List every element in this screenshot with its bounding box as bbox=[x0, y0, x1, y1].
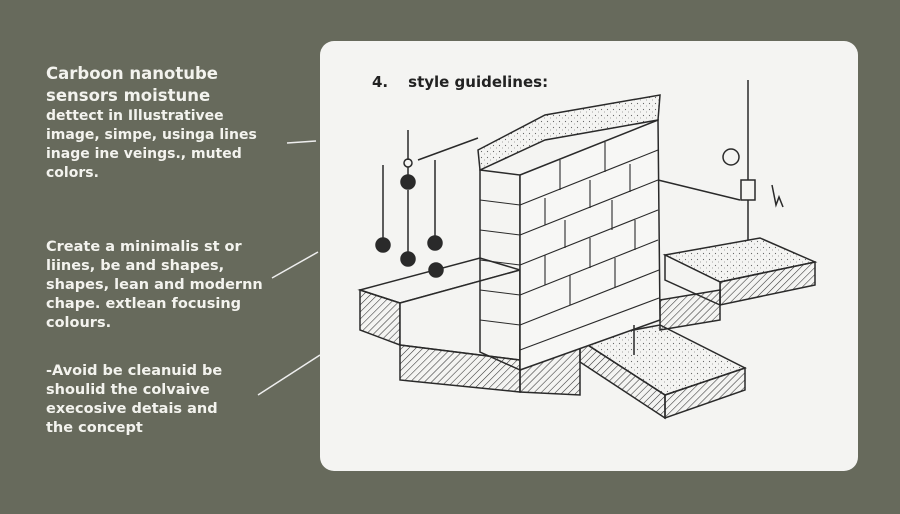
note-body-line: inage ine veings., muted bbox=[46, 146, 242, 162]
note-body-line: dettect in Illustrativee bbox=[46, 108, 224, 124]
note-carbon-nanotube: Carboon nanotube sensors moistune dettect … bbox=[46, 63, 257, 183]
card-number: 4. bbox=[372, 73, 389, 91]
pointer-line bbox=[286, 140, 317, 144]
sensor-probes bbox=[375, 130, 479, 278]
note-create-minimalist: Create a minimalis st or liines, be and … bbox=[46, 239, 263, 331]
note-heading-line: sensors moistune bbox=[46, 86, 211, 105]
sensor-right bbox=[657, 80, 784, 240]
pointer-line bbox=[257, 354, 321, 396]
note-body-line: image, simpe, usinga lines bbox=[46, 127, 257, 143]
pointer-line bbox=[271, 251, 319, 279]
card-title-text: style guidelines: bbox=[408, 73, 549, 91]
note-body-line: colors. bbox=[46, 165, 99, 181]
note-avoid: -Avoid be cleanuid be shoulid the colvai… bbox=[46, 363, 223, 436]
bricks bbox=[479, 142, 660, 351]
card-title: 4. style guidelines: bbox=[372, 73, 568, 91]
note-heading-line: Carboon nanotube bbox=[46, 64, 218, 83]
